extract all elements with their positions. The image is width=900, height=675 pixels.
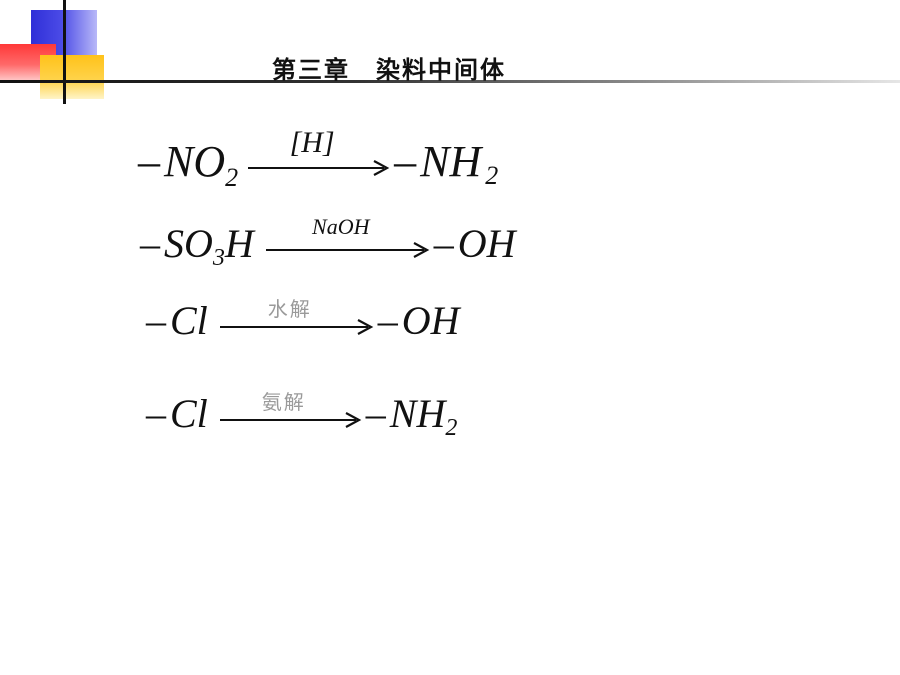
reactant-subscript: 3 <box>212 245 225 271</box>
reaction-chloro-ammonolysis: – Cl 氨解 – NH 2 <box>146 390 457 442</box>
bond-dash: – <box>377 298 398 343</box>
bond-dash: – <box>140 221 160 266</box>
bond-dash: – <box>146 298 166 343</box>
arrow-icon <box>219 318 374 335</box>
arrow-icon <box>219 411 362 428</box>
reactant-subscript: 2 <box>225 163 239 192</box>
product-group: NH <box>389 391 446 436</box>
decor-yellow-square <box>40 55 104 99</box>
reaction-sulfonate-hydrolysis: – SO 3 H NaOH – OH <box>140 214 516 272</box>
bond-dash: – <box>365 391 386 436</box>
reactant-group: Cl <box>170 391 208 436</box>
reactant-group: Cl <box>170 298 208 343</box>
bond-dash: – <box>433 221 454 266</box>
reaction-arrow: NaOH <box>265 214 430 264</box>
bond-dash: – <box>138 137 160 186</box>
decor-vertical-line <box>63 0 66 104</box>
bond-dash: – <box>394 137 417 186</box>
slide-title: 第三章 染料中间体 <box>272 56 506 84</box>
header-rule <box>0 80 900 83</box>
product-group: OH <box>457 221 516 266</box>
product-subscript: 2 <box>485 161 499 190</box>
reaction-arrow: 水解 <box>219 297 374 341</box>
reactant-group: SO <box>164 221 213 266</box>
reaction-condition: [H] <box>289 125 335 159</box>
reactant-tail: H <box>224 221 254 266</box>
arrow-icon <box>248 159 390 176</box>
product-group: OH <box>401 298 460 343</box>
reaction-condition: NaOH <box>312 213 370 239</box>
reaction-arrow: 氨解 <box>219 390 362 434</box>
arrow-icon <box>265 241 430 258</box>
reaction-condition: 氨解 <box>261 389 306 414</box>
reaction-condition: 水解 <box>267 296 312 321</box>
reactant-group: NO <box>164 137 226 186</box>
bond-dash: – <box>146 391 166 436</box>
reaction-chloro-hydrolysis: – Cl 水解 – OH <box>146 297 460 344</box>
reaction-arrow: [H] <box>248 126 390 182</box>
reaction-nitro-reduction: – NO 2 [H] – NH 2 <box>138 126 498 193</box>
product-subscript: 2 <box>445 415 458 441</box>
product-group: NH <box>420 137 482 186</box>
